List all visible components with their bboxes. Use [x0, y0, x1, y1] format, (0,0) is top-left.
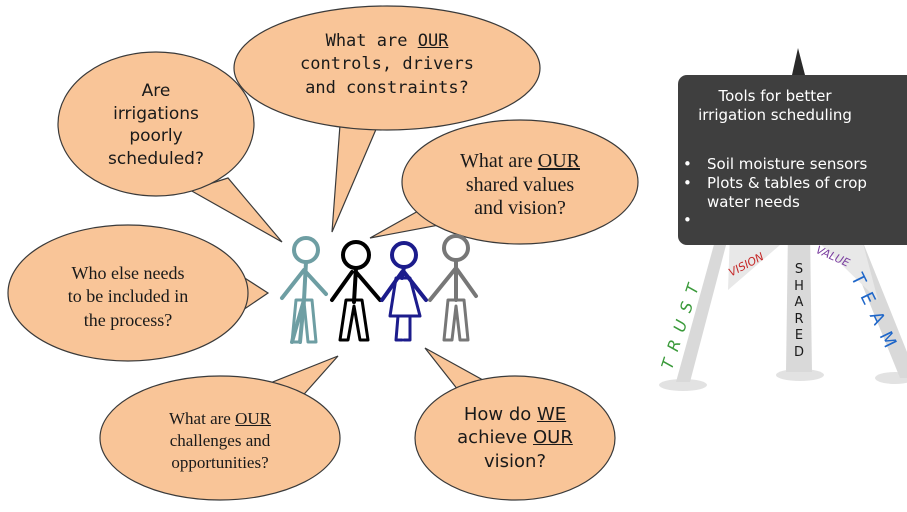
text-line: opportunities? [171, 453, 269, 473]
bubble-body [233, 5, 541, 131]
text-line: scheduled? [108, 148, 204, 169]
leg-word-shared: SHARED [793, 262, 804, 360]
text-line: and constraints? [305, 77, 469, 98]
bubble-included [7, 224, 270, 362]
bubble-body [401, 119, 639, 245]
text-line: What are OUR [325, 31, 449, 51]
bubble-controls-text: What are OUR controls, drivers and const… [260, 30, 514, 100]
text-line: shared values [465, 173, 575, 196]
text-line: achieve OUR [457, 427, 573, 449]
bubble-controls [233, 5, 541, 233]
person-navy-icon [380, 241, 428, 342]
list-item: Plots & tables of crop water needs [683, 174, 907, 212]
bubble-tail [331, 119, 381, 233]
text-line: poorly [129, 126, 183, 147]
person-gray-icon [428, 234, 478, 342]
bar-left [728, 232, 795, 290]
text-line: the process? [83, 309, 173, 330]
bubble-body [7, 224, 249, 362]
text-line: challenges and [169, 431, 271, 451]
bar-right [808, 232, 878, 300]
bubble-values [369, 119, 639, 245]
blackboard-title: Tools for better irrigation scheduling [690, 87, 860, 125]
bubble-challenges-text: What are OUR challenges and opportunitie… [140, 408, 300, 474]
bubble-included-text: Who else needs to be included in the pro… [30, 262, 226, 332]
leg-shadow-left [659, 379, 707, 391]
people-group [280, 234, 478, 344]
text-line: controls, drivers [300, 54, 474, 75]
text-line: What are OUR [169, 409, 271, 428]
text-line: vision? [483, 450, 546, 472]
text-line: Who else needs [71, 263, 185, 283]
easel-top [792, 48, 805, 75]
person-teal-icon [280, 236, 328, 344]
bubble-irrigations-text: Are irrigations poorly scheduled? [86, 80, 226, 170]
title-line: Tools for better [718, 87, 832, 105]
easel [659, 48, 907, 391]
leg-left [676, 230, 730, 382]
bubble-body [57, 51, 255, 197]
bubble-challenges [99, 355, 341, 501]
leg-center [786, 230, 812, 372]
blackboard-list: Soil moisture sensors Plots & tables of … [683, 155, 907, 230]
text-line: How do WE [463, 404, 567, 425]
person-black-icon [330, 240, 382, 342]
bubble-body [414, 375, 616, 501]
bubble-achieve-text: How do WE achieve OUR vision? [440, 403, 590, 473]
text-line: Are [141, 81, 171, 101]
text-line: to be included in [67, 286, 189, 307]
text-line: irrigations [113, 103, 199, 124]
bubble-values-text: What are OUR shared values and vision? [430, 150, 610, 221]
bubble-achieve [414, 347, 616, 501]
list-item: Soil moisture sensors [683, 155, 907, 174]
bubble-body [99, 375, 341, 501]
text-line: and vision? [474, 197, 566, 220]
bubble-irrigations [57, 51, 283, 243]
title-line: irrigation scheduling [698, 105, 852, 124]
text-line: What are OUR [460, 150, 580, 172]
